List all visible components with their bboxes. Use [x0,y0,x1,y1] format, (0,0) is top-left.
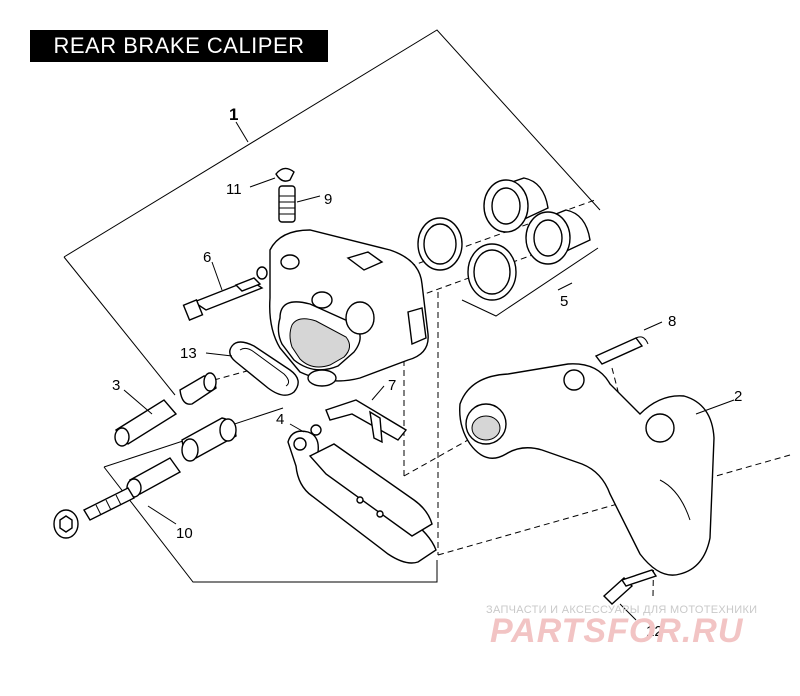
assembly-bracket-5 [461,247,599,317]
pistons-5 [417,177,591,301]
callout-4: 4 [276,411,284,428]
bleeder-valve-9 [278,185,296,223]
callout-line-1 [235,121,249,143]
bleeder-cap-11 [275,167,295,182]
callout-6: 6 [203,249,211,266]
callout-1: 1 [229,105,238,124]
caliper-body [269,229,429,387]
callout-2: 2 [734,388,742,405]
callout-3: 3 [112,377,120,394]
seal-13 [229,341,299,396]
callout-7: 7 [388,377,396,394]
callout-9: 9 [324,191,332,208]
callout-8: 8 [668,313,676,330]
brake-pads-4 [287,424,437,564]
clip-8 [594,336,649,365]
diagram-title: REAR BRAKE CALIPER [30,30,328,62]
watermark-logo: PARTSFOR.RU [490,612,744,650]
callout-12: 12 [646,623,663,640]
pin-12 [602,569,658,605]
callout-5: 5 [560,293,568,310]
watermark-caption: ЗАПЧАСТИ И АКСЕССУАРЫ ДЛЯ МОТОТЕХНИКИ [486,604,758,616]
pad-spring-7 [325,399,408,444]
caliper-bracket-2 [459,363,715,576]
pin-bushing-10 [126,417,237,498]
callout-13: 13 [180,345,197,362]
socket-bolt-10 [53,487,135,539]
callout-10: 10 [176,525,193,542]
mounting-bolt-6 [182,266,268,321]
callout-11: 11 [226,181,242,198]
assembly-bracket-1 [63,29,601,258]
